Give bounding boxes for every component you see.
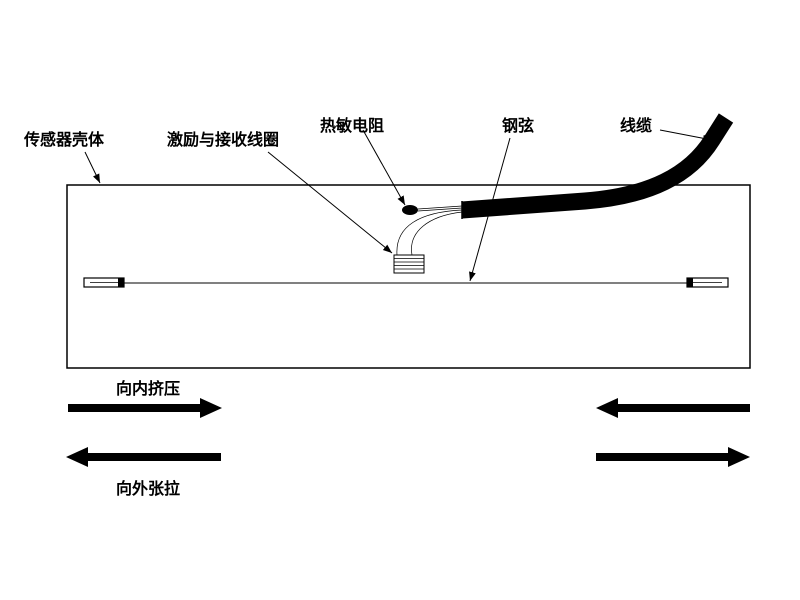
right-wire-anchor bbox=[686, 277, 729, 288]
compress-arrow-right bbox=[596, 398, 750, 418]
compress-label: 向内挤压 bbox=[116, 379, 180, 398]
tension-arrow-right bbox=[596, 447, 750, 467]
coil-leader bbox=[267, 151, 393, 254]
housing-leader bbox=[84, 151, 101, 184]
lead-wires bbox=[396, 205, 463, 256]
thermistor bbox=[402, 205, 418, 215]
coil bbox=[393, 254, 425, 274]
thermistor-label: 热敏电阻 bbox=[320, 116, 384, 135]
cable-label: 线缆 bbox=[620, 116, 652, 135]
tension-arrow-left bbox=[66, 447, 221, 467]
coil-label: 激励与接收线圈 bbox=[167, 130, 279, 149]
thermistor-leader bbox=[362, 129, 406, 206]
cable-leader bbox=[659, 129, 713, 142]
compress-arrow-left bbox=[68, 398, 222, 418]
housing-label: 传感器壳体 bbox=[23, 130, 105, 149]
left-wire-anchor bbox=[83, 277, 125, 288]
cable bbox=[461, 113, 734, 219]
wire-label: 钢弦 bbox=[502, 116, 534, 135]
sensor-housing bbox=[66, 184, 751, 369]
wire-leader bbox=[469, 137, 511, 282]
tension-label: 向外张拉 bbox=[116, 479, 180, 498]
